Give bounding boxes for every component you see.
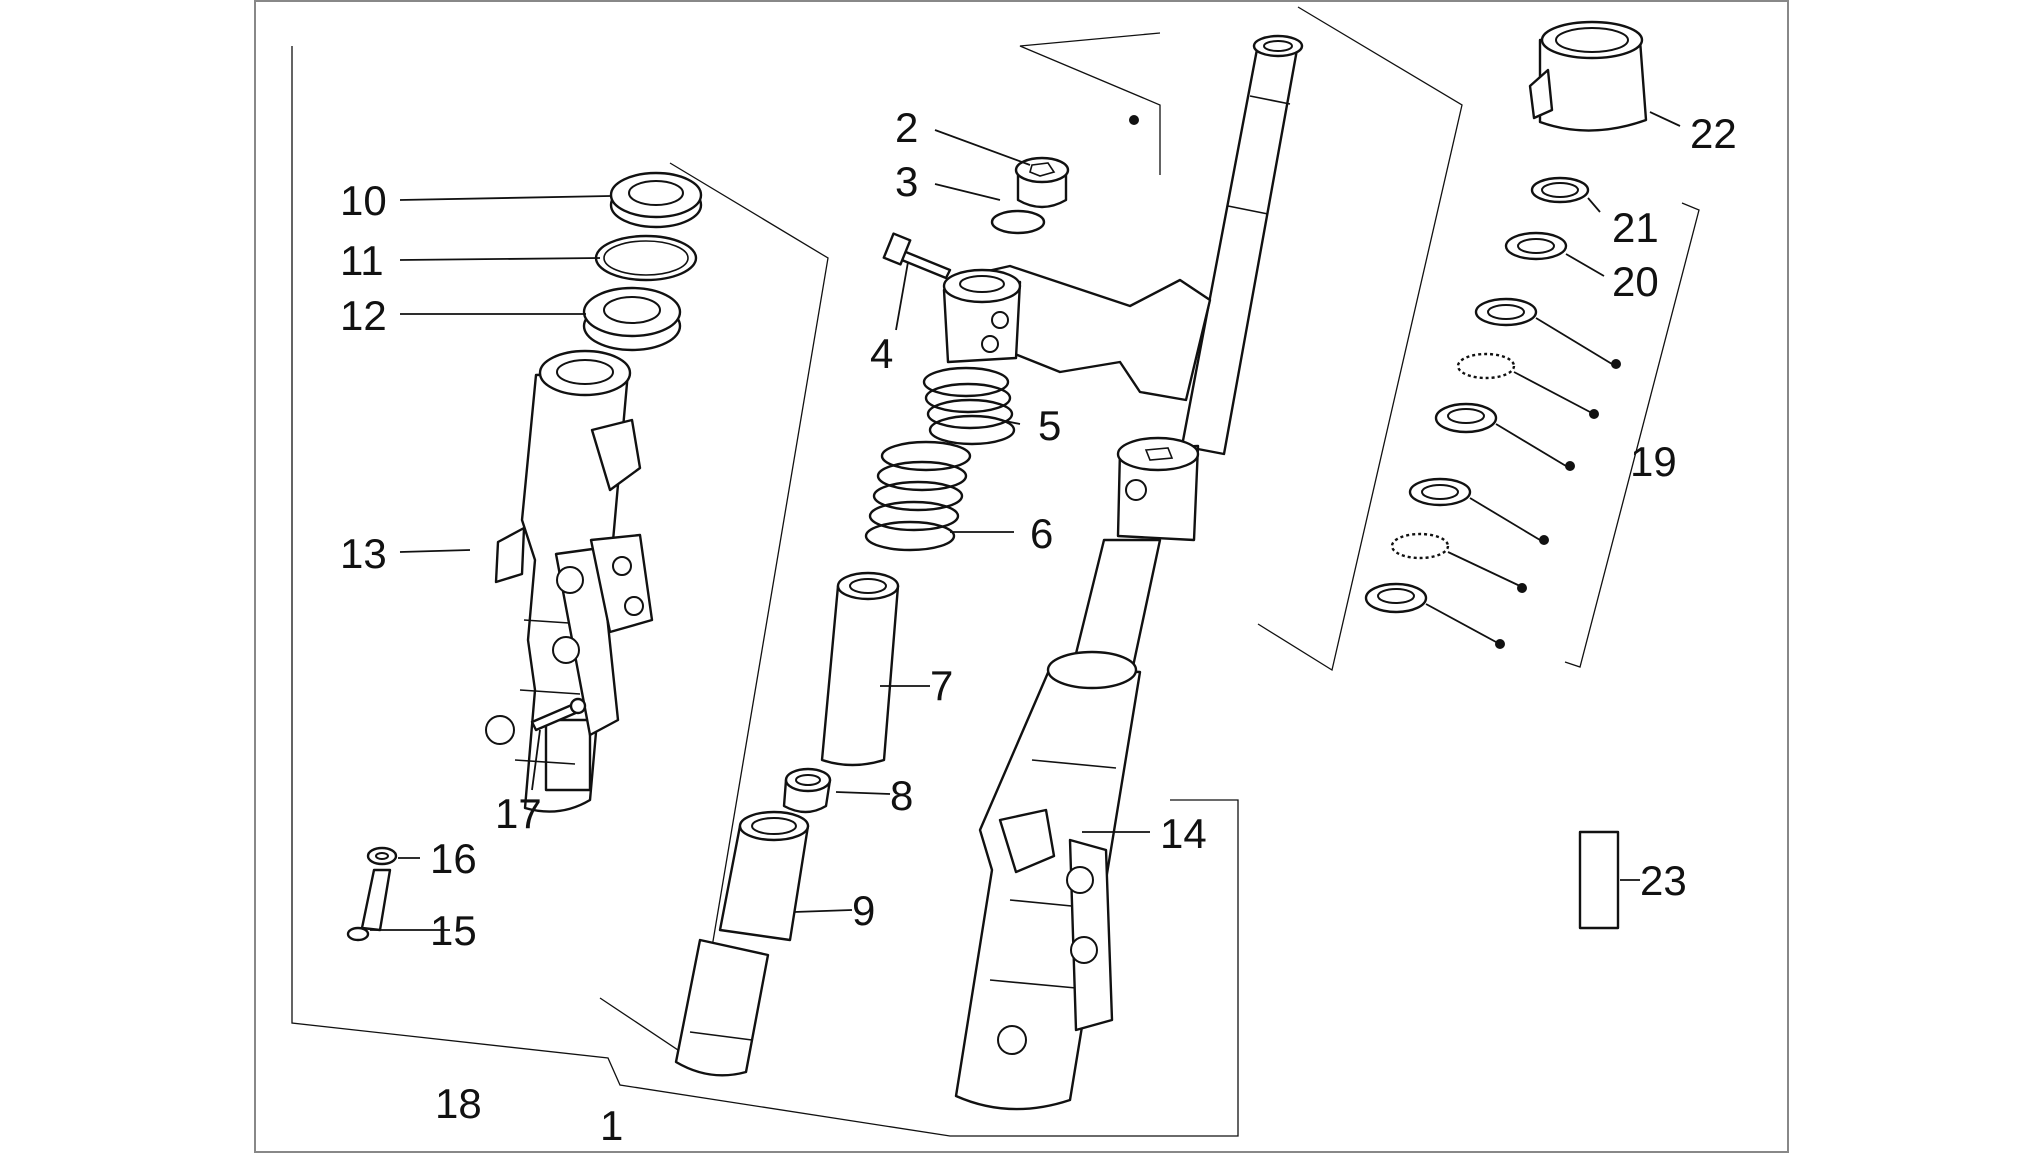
caliper-bracket-part [589,533,654,634]
callout-1: 1 [600,1102,623,1149]
ring-nut-part [1530,176,1590,204]
callout-10: 10 [340,177,387,224]
callout-11: 11 [340,237,384,284]
callout-3: 3 [895,158,918,205]
steering-stem-assembly [942,34,1304,1111]
group-outlines [291,6,1700,1137]
top-cap-plug-part [1014,156,1070,209]
callout-15: 15 [430,907,477,954]
group-1-outline-left [291,46,1239,1137]
callout-7: 7 [930,662,953,709]
oil-seal-part [582,286,682,352]
callout-8: 8 [890,772,913,819]
callout-5: 5 [1038,402,1061,449]
callout-2: 2 [895,104,918,151]
callout-22: 22 [1690,110,1737,157]
callout-16: 16 [430,835,477,882]
callout-17: 17 [495,790,542,837]
left-slider-tube-part [485,349,642,813]
bearing-stack-part [1364,297,1538,614]
callout-14: 14 [1160,810,1207,857]
right-slider-part [954,666,1142,1111]
callout-6: 6 [1030,510,1053,557]
dust-seal-part [609,171,703,229]
callout-18: 18 [435,1080,482,1127]
callout-21: 21 [1612,204,1659,251]
washer-part [366,846,398,866]
group-18-outline [599,162,829,1062]
steering-stem-tube [1180,42,1300,456]
leader-lines [370,111,1681,931]
callout-20: 20 [1612,258,1659,305]
short-spring-part [922,366,1016,446]
bottom-screw-part [346,868,392,942]
callout-12: 12 [340,292,387,339]
kit-box-part [1578,830,1620,930]
center-internals [674,156,1070,1077]
group-19-bracket [1564,202,1700,668]
left-fork-leg [346,171,703,942]
steering-bearings [1364,20,1648,930]
caliper-screw-part [530,697,587,732]
lock-washer-part [1504,231,1568,261]
spacer-tube-part [820,571,900,767]
clamp-bolt-part [882,232,952,280]
group-14-outline [1257,6,1463,672]
top-cover-part [1528,20,1648,132]
callout-23: 23 [1640,857,1687,904]
circlip-part [594,234,698,282]
long-spring-part [864,440,972,552]
callout-9: 9 [852,887,875,934]
callout-4: 4 [870,330,893,377]
callout-19: 19 [1630,438,1677,485]
bush-part [782,767,832,814]
callout-13: 13 [340,530,387,577]
callout-labels: 1 2 3 4 5 6 7 8 9 10 11 12 13 14 15 16 1… [340,104,1737,1149]
damper-tube-part [674,810,810,1077]
group-1-outline [1019,32,1161,175]
o-ring-part [990,209,1046,235]
